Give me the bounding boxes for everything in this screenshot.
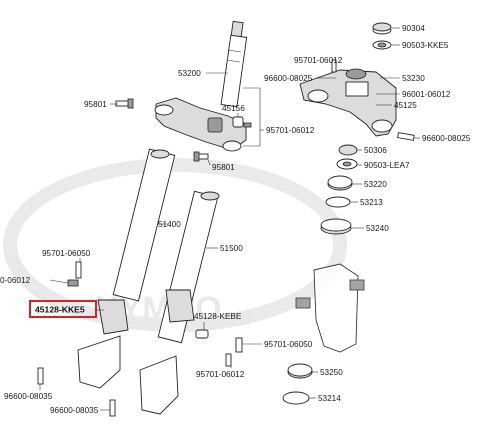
lower-triple-clamp xyxy=(154,97,247,152)
label-95701-lowr: 95701-06050 xyxy=(264,340,313,349)
cap-50306 xyxy=(338,144,358,156)
label-95701-cut: 0-06012 xyxy=(0,276,30,285)
label-95801-mid: 95801 xyxy=(212,163,235,172)
steering-stem xyxy=(220,20,248,108)
label-45128-kebe: 45128-KEBE xyxy=(194,312,242,321)
fork-leg-51400 xyxy=(77,148,176,389)
label-95701-left: 95701-06050 xyxy=(42,249,91,258)
bearing-53240 xyxy=(320,218,352,235)
label-95701-mid: 95701-06012 xyxy=(266,126,315,135)
bolt-95701-top xyxy=(331,59,337,73)
bolt-95701-left xyxy=(75,261,82,279)
label-95701-top: 95701-06012 xyxy=(294,56,343,65)
fork-leg-51500 xyxy=(139,190,220,415)
label-53220: 53220 xyxy=(364,180,387,189)
race-53213 xyxy=(325,196,351,208)
label-45128-kke5[interactable]: 45128-KKE5 xyxy=(35,305,85,315)
seal-53214 xyxy=(282,391,310,405)
label-95701-lowm: 95701-06012 xyxy=(196,370,245,379)
label-96600-lowm: 96600-08035 xyxy=(50,406,99,415)
bolt-96600-lowl xyxy=(37,367,44,385)
label-53230: 53230 xyxy=(402,74,425,83)
label-96600-top: 96600-08025 xyxy=(264,74,313,83)
label-53214: 53214 xyxy=(318,394,341,403)
label-53250: 53250 xyxy=(320,368,343,377)
highlight-box xyxy=(29,300,97,318)
part-labels: 90304 90503-KKE5 95701-06012 53200 96600… xyxy=(0,24,471,415)
nut-90304 xyxy=(372,22,392,35)
bolt-95701-lowm xyxy=(225,353,232,367)
upper-triple-clamp xyxy=(299,68,397,137)
nut-53220 xyxy=(327,175,353,191)
label-95801-top: 95801 xyxy=(84,100,107,109)
label-51500: 51500 xyxy=(220,244,243,253)
clip-95701-cut xyxy=(67,279,79,287)
label-96600-right: 96600-08025 xyxy=(422,134,471,143)
label-53200: 53200 xyxy=(178,69,201,78)
bolt-95701-lowr xyxy=(235,337,243,353)
label-45125: 45125 xyxy=(394,101,417,110)
label-50306: 50306 xyxy=(364,146,387,155)
label-53240: 53240 xyxy=(366,224,389,233)
label-45156: 45156 xyxy=(222,104,245,113)
label-90503-kke5: 90503-KKE5 xyxy=(402,41,449,50)
washer-90503 xyxy=(372,40,392,50)
label-96001: 96001-06012 xyxy=(402,90,451,99)
label-51400: 51400 xyxy=(158,220,181,229)
hose-guide-45156 xyxy=(232,116,252,128)
group-bracket xyxy=(243,87,261,147)
label-96600-lowl: 96600-08035 xyxy=(4,392,53,401)
bolt-95801-mid xyxy=(193,151,209,162)
label-53213: 53213 xyxy=(360,198,383,207)
nut-90503-lea7 xyxy=(336,158,358,170)
bolt-96600-lowm xyxy=(109,399,116,417)
leader-lines xyxy=(39,27,420,411)
label-90304: 90304 xyxy=(402,24,425,33)
label-90503-lea7: 90503-LEA7 xyxy=(364,161,410,170)
highlighted-part[interactable]: 45128-KKE5 xyxy=(29,300,97,318)
bolt-96600-right xyxy=(397,132,415,141)
frame-head-stub xyxy=(295,263,365,353)
race-53250 xyxy=(287,363,313,379)
guide-45128-kebe xyxy=(195,329,209,339)
bolt-95801-top xyxy=(115,98,134,109)
